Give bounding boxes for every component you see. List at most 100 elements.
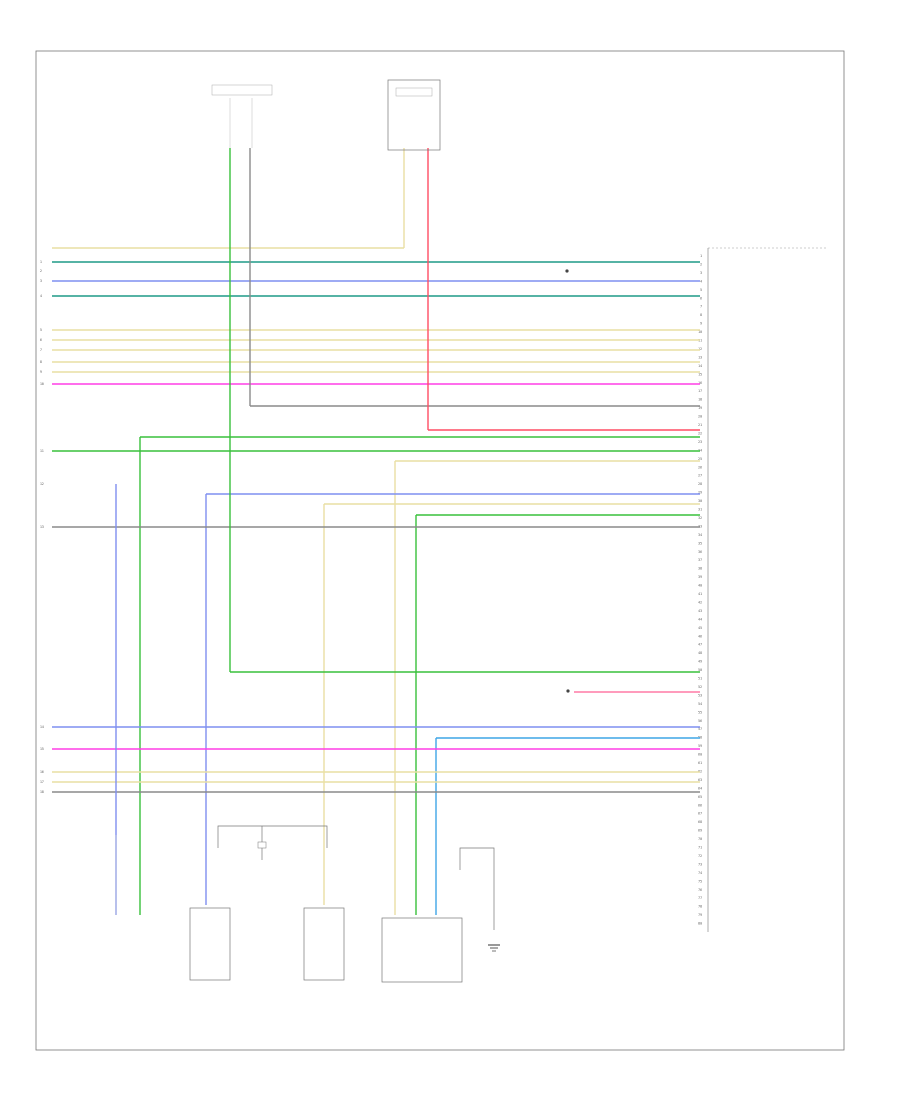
pcm-pin-21: 21 bbox=[698, 423, 702, 427]
pcm-pin-46: 46 bbox=[698, 634, 702, 638]
pcm-pin-80: 80 bbox=[698, 922, 702, 926]
pcm-pin-62: 62 bbox=[698, 769, 702, 773]
bottom-ground-point bbox=[459, 847, 500, 952]
bottom-sensor-3 bbox=[303, 907, 345, 981]
left-pin-12: 12 bbox=[40, 482, 44, 486]
pcm-pin-53: 53 bbox=[698, 693, 702, 697]
pcm-pin-73: 73 bbox=[698, 862, 702, 866]
left-pin-13: 13 bbox=[40, 525, 44, 529]
left-pin-11: 11 bbox=[40, 449, 44, 453]
pcm-pin-25: 25 bbox=[698, 457, 702, 461]
pcm-pin-77: 77 bbox=[698, 896, 702, 900]
pcm-pin-70: 70 bbox=[698, 837, 702, 841]
pcm-pin-63: 63 bbox=[698, 778, 702, 782]
pcm-pin-35: 35 bbox=[698, 541, 702, 545]
pcm-pin-1: 1 bbox=[700, 254, 702, 258]
pcm-pin-34: 34 bbox=[698, 533, 702, 537]
pcm-pin-56: 56 bbox=[698, 719, 702, 723]
left-pin-18: 18 bbox=[40, 790, 44, 794]
pcm-pin-65: 65 bbox=[698, 795, 702, 799]
left-pin-10: 10 bbox=[40, 382, 44, 386]
top-right-component bbox=[387, 79, 441, 151]
pcm-pin-75: 75 bbox=[698, 879, 702, 883]
pcm-pin-30: 30 bbox=[698, 499, 702, 503]
left-pin-7: 7 bbox=[40, 348, 42, 352]
left-pin-15: 15 bbox=[40, 747, 44, 751]
pcm-pin-17: 17 bbox=[698, 389, 702, 393]
pcm-pin-20: 20 bbox=[698, 415, 702, 419]
pcm-pin-71: 71 bbox=[698, 846, 702, 850]
pcm-pin-7: 7 bbox=[700, 305, 702, 309]
pcm-pin-52: 52 bbox=[698, 685, 702, 689]
pcm-pin-10: 10 bbox=[698, 330, 702, 334]
pcm-pin-44: 44 bbox=[698, 617, 702, 621]
pcm-pin-18: 18 bbox=[698, 398, 702, 402]
pcm-pin-49: 49 bbox=[698, 660, 702, 664]
pcm-pin-67: 67 bbox=[698, 812, 702, 816]
pcm-pin-66: 66 bbox=[698, 803, 702, 807]
pcm-pin-55: 55 bbox=[698, 710, 702, 714]
pcm-pin-45: 45 bbox=[698, 626, 702, 630]
diagram-frame bbox=[35, 50, 845, 1051]
left-pin-2: 2 bbox=[40, 269, 42, 273]
left-pin-9: 9 bbox=[40, 370, 42, 374]
pcm-pin-68: 68 bbox=[698, 820, 702, 824]
left-pin-16: 16 bbox=[40, 770, 44, 774]
pcm-pin-9: 9 bbox=[700, 322, 702, 326]
pcm-pin-38: 38 bbox=[698, 567, 702, 571]
pcm-pin-43: 43 bbox=[698, 609, 702, 613]
pcm-pin-4: 4 bbox=[700, 279, 702, 283]
pcm-pin-58: 58 bbox=[698, 736, 702, 740]
left-pin-17: 17 bbox=[40, 780, 44, 784]
pcm-pin-16: 16 bbox=[698, 381, 702, 385]
pcm-pin-2: 2 bbox=[700, 262, 702, 266]
left-pin-1: 1 bbox=[40, 260, 42, 264]
pcm-pin-19: 19 bbox=[698, 406, 702, 410]
pcm-pin-72: 72 bbox=[698, 854, 702, 858]
pcm-pin-54: 54 bbox=[698, 702, 702, 706]
pcm-pin-22: 22 bbox=[698, 431, 702, 435]
left-pin-3: 3 bbox=[40, 279, 42, 283]
pcm-pin-48: 48 bbox=[698, 651, 702, 655]
pcm-pin-37: 37 bbox=[698, 558, 702, 562]
pcm-pin-8: 8 bbox=[700, 313, 702, 317]
pcm-pin-13: 13 bbox=[698, 355, 702, 359]
left-pin-8: 8 bbox=[40, 360, 42, 364]
pcm-pin-74: 74 bbox=[698, 871, 702, 875]
pcm-pin-5: 5 bbox=[700, 288, 702, 292]
pcm-pin-31: 31 bbox=[698, 508, 702, 512]
pcm-pin-50: 50 bbox=[698, 668, 702, 672]
pcm-pin-64: 64 bbox=[698, 786, 702, 790]
pcm-pin-33: 33 bbox=[698, 524, 702, 528]
pcm-connector: 1234567891011121314151617181920212223242… bbox=[698, 247, 826, 932]
pcm-pin-41: 41 bbox=[698, 592, 702, 596]
pcm-pin-numbers: 1234567891011121314151617181920212223242… bbox=[698, 254, 702, 926]
pcm-pin-15: 15 bbox=[698, 372, 702, 376]
splice-marker-2 bbox=[566, 689, 570, 693]
pcm-pin-12: 12 bbox=[698, 347, 702, 351]
wire-harness bbox=[52, 148, 700, 915]
bottom-ground-junction bbox=[217, 825, 328, 860]
pcm-pin-47: 47 bbox=[698, 643, 702, 647]
pcm-pin-32: 32 bbox=[698, 516, 702, 520]
pcm-pin-40: 40 bbox=[698, 584, 702, 588]
pcm-pin-11: 11 bbox=[698, 339, 702, 343]
pcm-pin-61: 61 bbox=[698, 761, 702, 765]
left-pin-5: 5 bbox=[40, 328, 42, 332]
pcm-pin-23: 23 bbox=[698, 440, 702, 444]
pcm-pin-51: 51 bbox=[698, 677, 702, 681]
pcm-pin-36: 36 bbox=[698, 550, 702, 554]
pcm-pin-27: 27 bbox=[698, 474, 702, 478]
pcm-pin-79: 79 bbox=[698, 913, 702, 917]
bottom-sensor-4 bbox=[381, 917, 463, 983]
pcm-pin-59: 59 bbox=[698, 744, 702, 748]
pcm-pin-3: 3 bbox=[700, 271, 702, 275]
left-pin-6: 6 bbox=[40, 338, 42, 342]
bottom-sensor-2 bbox=[189, 907, 231, 981]
pcm-pin-57: 57 bbox=[698, 727, 702, 731]
pcm-pin-60: 60 bbox=[698, 753, 702, 757]
top-left-component bbox=[211, 84, 273, 148]
left-pin-14: 14 bbox=[40, 725, 44, 729]
